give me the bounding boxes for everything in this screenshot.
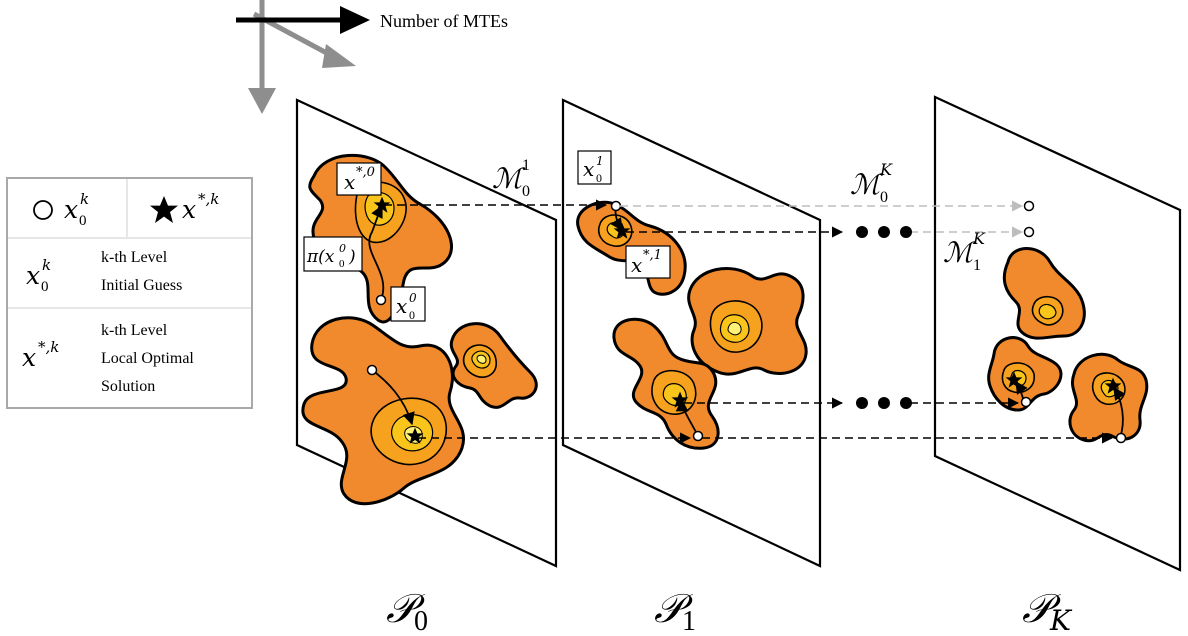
svg-text:0: 0 <box>339 242 346 255</box>
blob-pk-a <box>1002 247 1086 340</box>
blob-pk-c <box>1068 352 1149 443</box>
svg-text:1: 1 <box>682 606 696 636</box>
label-pi-x0: π(x 0 0 ) <box>303 236 363 272</box>
plane-title-p0: 𝒫 0 <box>386 586 428 636</box>
svg-text:ℳ: ℳ <box>850 168 884 201</box>
initial-guess-p0-a <box>375 294 387 306</box>
legend-row1-line2: Initial Guess <box>101 277 182 294</box>
legend-row1-sup: k <box>42 256 51 274</box>
initial-guess-p0-b <box>366 364 378 376</box>
ellipsis-icon <box>856 226 912 238</box>
legend-optimal-symbol: x <box>182 195 196 224</box>
plane-pk <box>933 95 1182 572</box>
svg-text:ℳ: ℳ <box>492 162 526 195</box>
svg-text:K: K <box>972 229 986 248</box>
svg-text:K: K <box>879 160 893 179</box>
svg-text:0: 0 <box>339 258 345 270</box>
ellipsis-icon <box>856 397 912 409</box>
hollow-circle-icon <box>33 200 53 220</box>
map-label-m0-k: ℳ K 0 <box>850 160 893 206</box>
path-p0-a <box>368 204 385 301</box>
legend-initial-sup: k <box>80 190 89 208</box>
axis-indicator: Number of MTEs <box>236 0 508 114</box>
plane-title-p1: 𝒫 1 <box>654 586 696 636</box>
legend-row1-sub: 0 <box>41 279 49 295</box>
label-x0-0: x 0 0 <box>390 286 426 322</box>
plane-p0 <box>295 98 558 568</box>
axis-gray-diagonal-head <box>322 44 356 68</box>
path-p0-b <box>371 369 415 426</box>
legend-row2-line2: Local Optimal <box>101 350 194 367</box>
map-label-m1-k: ℳ K 1 <box>943 229 986 274</box>
svg-text:0: 0 <box>409 308 415 322</box>
legend-optimal-sup: *,k <box>198 190 219 208</box>
svg-text:*,1: *,1 <box>643 248 662 263</box>
legend-row2-line1: k-th Level <box>101 322 168 339</box>
svg-text:1: 1 <box>522 157 530 174</box>
axis-label: Number of MTEs <box>380 11 508 31</box>
legend-row1-line1: k-th Level <box>101 249 168 266</box>
svg-text:0: 0 <box>414 606 428 636</box>
svg-text:1: 1 <box>973 257 981 274</box>
axis-gray-vertical-head <box>248 88 276 114</box>
blob-p1-c <box>612 317 720 450</box>
initial-guess-p1-b <box>692 430 704 442</box>
svg-text:x: x <box>631 253 642 277</box>
mapping-lines <box>384 199 1114 444</box>
label-x-star-1: x *,1 <box>625 245 671 279</box>
initial-guess-p1-a <box>610 200 622 212</box>
svg-text:0: 0 <box>409 291 417 305</box>
legend: x k 0 x *,k x k 0 k-th Level Initial Gue… <box>6 177 253 409</box>
axis-black-horizontal-head <box>340 6 370 34</box>
initial-guess-pk-c <box>1115 432 1127 444</box>
blob-p1-b <box>687 267 808 376</box>
svg-text:0: 0 <box>880 189 888 206</box>
svg-text:1: 1 <box>596 154 604 168</box>
svg-text:x: x <box>583 157 594 181</box>
initial-guess-pk-top-2 <box>1023 226 1035 238</box>
svg-text:ℳ: ℳ <box>943 236 977 269</box>
legend-initial-symbol: x <box>64 195 78 224</box>
blob-p0-c <box>449 322 538 409</box>
legend-row2-line3: Solution <box>101 378 155 395</box>
legend-initial-sub: 0 <box>79 213 87 229</box>
svg-text:): ) <box>348 247 356 267</box>
plane-p1 <box>561 98 822 568</box>
legend-row2-sup: *,k <box>38 338 59 356</box>
svg-text:0: 0 <box>596 171 602 185</box>
svg-text:π(x: π(x <box>306 247 335 267</box>
label-x0-1: x 1 0 <box>577 150 612 185</box>
label-x-star-0: x *,0 <box>336 162 382 196</box>
svg-text:x: x <box>344 170 355 194</box>
initial-guess-pk-b <box>1020 396 1032 408</box>
svg-text:*,0: *,0 <box>356 165 375 180</box>
blob-p0-b <box>301 316 465 506</box>
initial-guess-pk-top-1 <box>1023 200 1035 212</box>
plane-title-pk: 𝒫 K <box>1022 586 1073 636</box>
svg-text:K: K <box>1049 604 1073 636</box>
svg-text:x: x <box>396 294 407 318</box>
svg-text:0: 0 <box>522 183 530 200</box>
legend-row2-symbol: x <box>22 343 36 372</box>
legend-row1-symbol: x <box>26 261 40 290</box>
map-label-m0-1: ℳ 1 0 <box>492 157 530 200</box>
